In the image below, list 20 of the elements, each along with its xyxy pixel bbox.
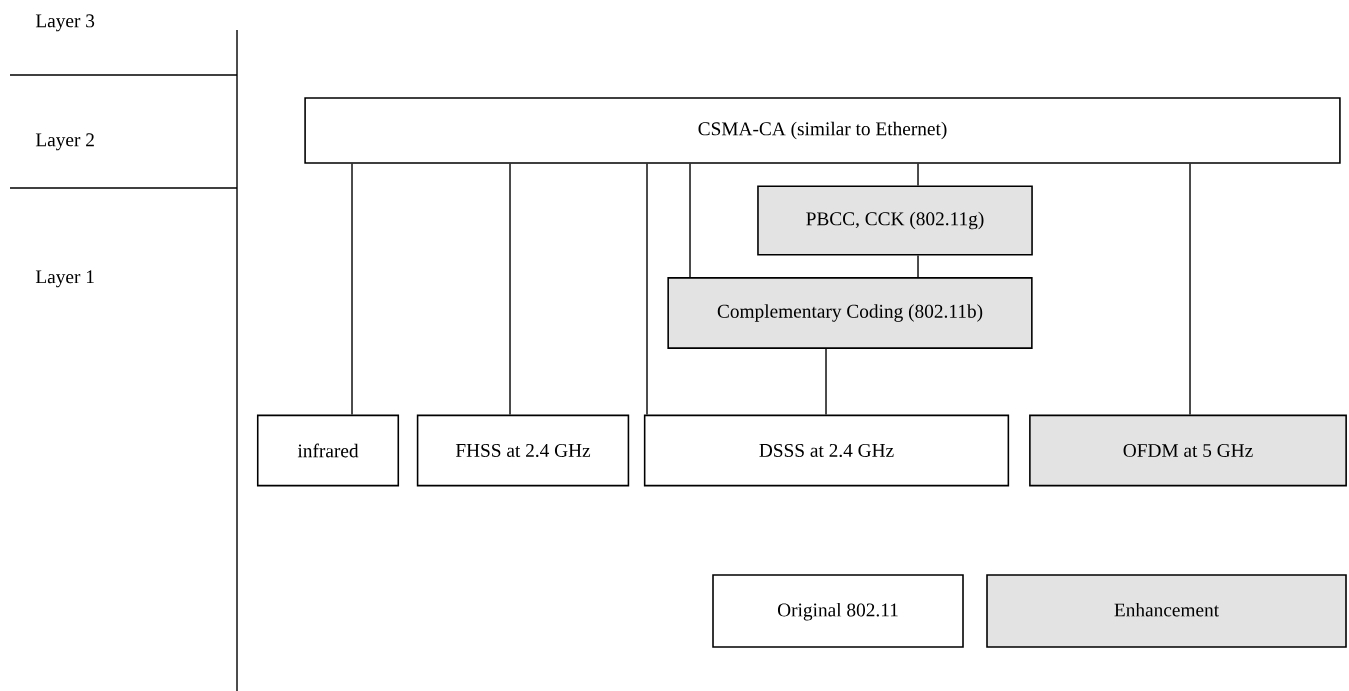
process-box: CSMA-CA (similar to Ethernet) [304, 97, 1341, 164]
connector-line [1189, 163, 1191, 416]
connector-line [825, 348, 827, 416]
connector-line [646, 163, 648, 416]
connector-line [917, 254, 919, 278]
legend-item: Enhancement [986, 574, 1347, 648]
connector-line [917, 163, 919, 187]
process-box: Complementary Coding (802.11b) [667, 277, 1033, 349]
connector-line [689, 163, 691, 278]
layer-label: Layer 2 [35, 133, 94, 151]
process-box: infrared [256, 414, 400, 487]
layer-label: Layer 3 [35, 14, 95, 32]
process-box: PBCC, CCK (802.11g) [757, 185, 1033, 256]
process-box: OFDM at 5 GHz [1029, 414, 1347, 487]
legend-item: Original 802.11 [712, 574, 964, 648]
layer-label: Layer 1 [35, 270, 94, 288]
connector-line [509, 163, 511, 416]
process-box: FHSS at 2.4 GHz [416, 414, 630, 487]
process-box: DSSS at 2.4 GHz [643, 414, 1010, 487]
connector-line [351, 163, 353, 416]
